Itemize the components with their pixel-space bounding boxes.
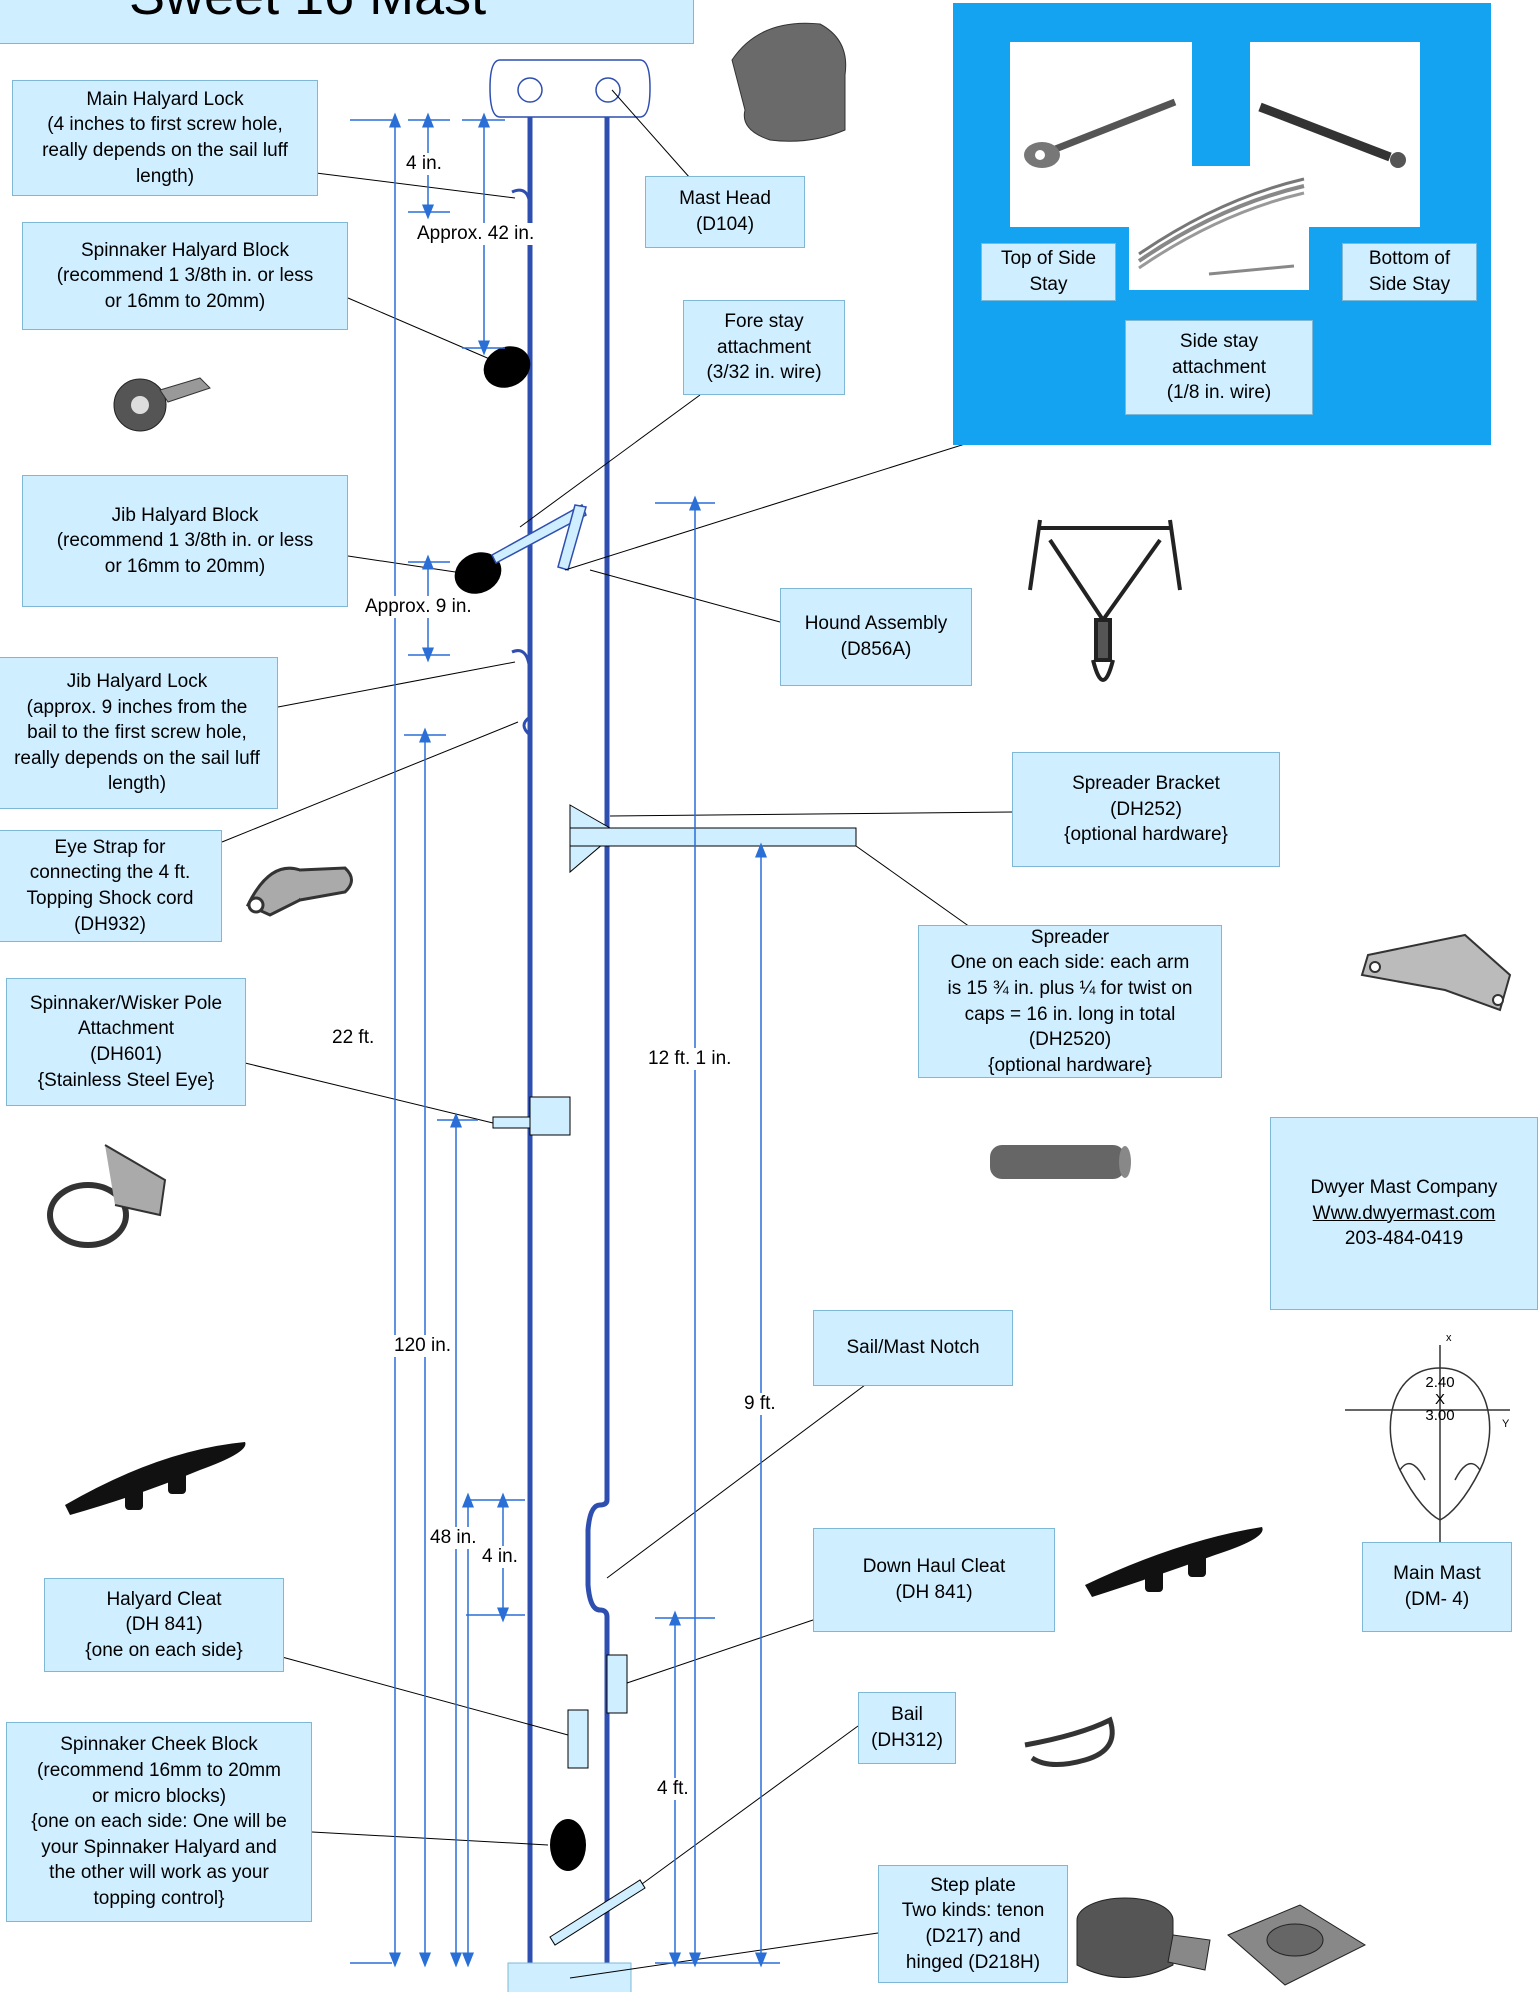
halyard-cleat-label: Halyard Cleat(DH 841){one on each side} bbox=[44, 1578, 284, 1672]
page-title: Sweet 16 Mast bbox=[129, 0, 486, 27]
cleat-icon bbox=[65, 1442, 246, 1515]
section-axis-x: x bbox=[1446, 1332, 1452, 1344]
step-plate-shape bbox=[507, 1962, 632, 1992]
spinnaker-eye-icon bbox=[47, 1144, 167, 1248]
side-stay-top-icon bbox=[1024, 98, 1177, 168]
step-plate-hinged-icon bbox=[1227, 1904, 1367, 1986]
eye-strap-shape bbox=[522, 715, 532, 737]
dim-48in: 48 in. bbox=[428, 1527, 479, 1549]
bail-label: Bail(DH312) bbox=[858, 1692, 956, 1764]
mast-walls bbox=[527, 117, 610, 1965]
jib-halyard-block-label: Jib Halyard Block(recommend 1 3/8th in. … bbox=[22, 475, 348, 607]
company-website-link[interactable]: Www.dwyermast.com bbox=[1312, 1202, 1496, 1224]
halyard-cleat-shape bbox=[567, 1709, 589, 1769]
hound-assembly-label: Hound Assembly(D856A) bbox=[780, 588, 972, 686]
side-stay-bottom-icon bbox=[1258, 102, 1406, 168]
spinnaker-cheek-block-shape bbox=[550, 1819, 586, 1871]
spreader-shape bbox=[569, 827, 857, 847]
spreader-bracket-icon bbox=[1360, 933, 1512, 1012]
dim-4in-top: 4 in. bbox=[404, 153, 444, 175]
dim-approx-42in: Approx. 42 in. bbox=[415, 223, 537, 245]
main-halyard-lock-label: Main Halyard Lock(4 inches to first scre… bbox=[12, 80, 318, 196]
leader-lines bbox=[221, 89, 1131, 1979]
sail-mast-notch-label: Sail/Mast Notch bbox=[813, 1310, 1013, 1386]
down-haul-cleat-icon bbox=[1085, 1527, 1263, 1597]
jib-halyard-lock-hook bbox=[511, 649, 532, 673]
mast-head-shape bbox=[489, 59, 651, 118]
spinnaker-halyard-block-label: Spinnaker Halyard Block(recommend 1 3/8t… bbox=[22, 222, 348, 330]
section-width: 2.40 bbox=[1425, 1374, 1455, 1391]
bail-icon bbox=[1024, 1716, 1115, 1767]
dim-approx-9in: Approx. 9 in. bbox=[363, 596, 474, 618]
company-info-box: Dwyer Mast Company Www.dwyermast.com 203… bbox=[1270, 1117, 1538, 1310]
down-haul-cleat-shape bbox=[606, 1654, 628, 1714]
spinnaker-halyard-block-shape bbox=[483, 346, 531, 388]
section-depth: 3.00 bbox=[1425, 1407, 1455, 1424]
wire-coil-icon bbox=[1137, 177, 1305, 276]
company-name: Dwyer Mast Company bbox=[1310, 1177, 1498, 1199]
section-axis-y: Y bbox=[1502, 1418, 1510, 1430]
section-x: X bbox=[1434, 1390, 1445, 1408]
dim-12ft-1in: 12 ft. 1 in. bbox=[646, 1048, 734, 1070]
pole-attachment-shape bbox=[529, 1096, 571, 1136]
hound-attachment bbox=[491, 503, 587, 571]
mast-section-diagram bbox=[1345, 1345, 1510, 1550]
bail-shape bbox=[549, 1879, 646, 1946]
dimension-lines bbox=[350, 112, 780, 1968]
mast-head-label: Mast Head(D104) bbox=[645, 176, 805, 248]
dim-4in-notch: 4 in. bbox=[480, 1546, 520, 1568]
spinnaker-cheek-block-label: Spinnaker Cheek Block(recommend 16mm to … bbox=[6, 1722, 312, 1922]
dim-120in: 120 in. bbox=[392, 1335, 454, 1357]
jib-halyard-lock-label: Jib Halyard Lock(approx. 9 inches from t… bbox=[0, 657, 278, 809]
eye-strap-icon bbox=[245, 866, 353, 917]
dim-22ft: 22 ft. bbox=[330, 1027, 377, 1049]
jib-halyard-block-shape bbox=[454, 552, 502, 594]
mast-section-dims: 2.40 X 3.00 bbox=[1418, 1374, 1462, 1425]
main-halyard-lock-hook bbox=[511, 188, 532, 206]
dim-9ft: 9 ft. bbox=[742, 1393, 778, 1415]
spreader-tube-icon bbox=[990, 1145, 1131, 1179]
step-plate-tenon-icon bbox=[1076, 1897, 1211, 1978]
title-box: Sweet 16 Mast bbox=[0, 0, 694, 44]
side-stay-wire-photo bbox=[1129, 166, 1309, 290]
pulley-block-icon bbox=[113, 377, 211, 432]
masthead-hardware-icon bbox=[731, 22, 847, 142]
dim-4ft: 4 ft. bbox=[655, 1778, 691, 1800]
main-mast-label: Main Mast(DM- 4) bbox=[1362, 1542, 1512, 1632]
company-phone: 203-484-0419 bbox=[1344, 1228, 1464, 1250]
pole-eye-shape bbox=[492, 1116, 531, 1129]
down-haul-cleat-label: Down Haul Cleat(DH 841) bbox=[813, 1528, 1055, 1632]
spreader-bracket-label: Spreader Bracket(DH252){optional hardwar… bbox=[1012, 752, 1280, 867]
hound-assembly-icon bbox=[1028, 519, 1182, 682]
